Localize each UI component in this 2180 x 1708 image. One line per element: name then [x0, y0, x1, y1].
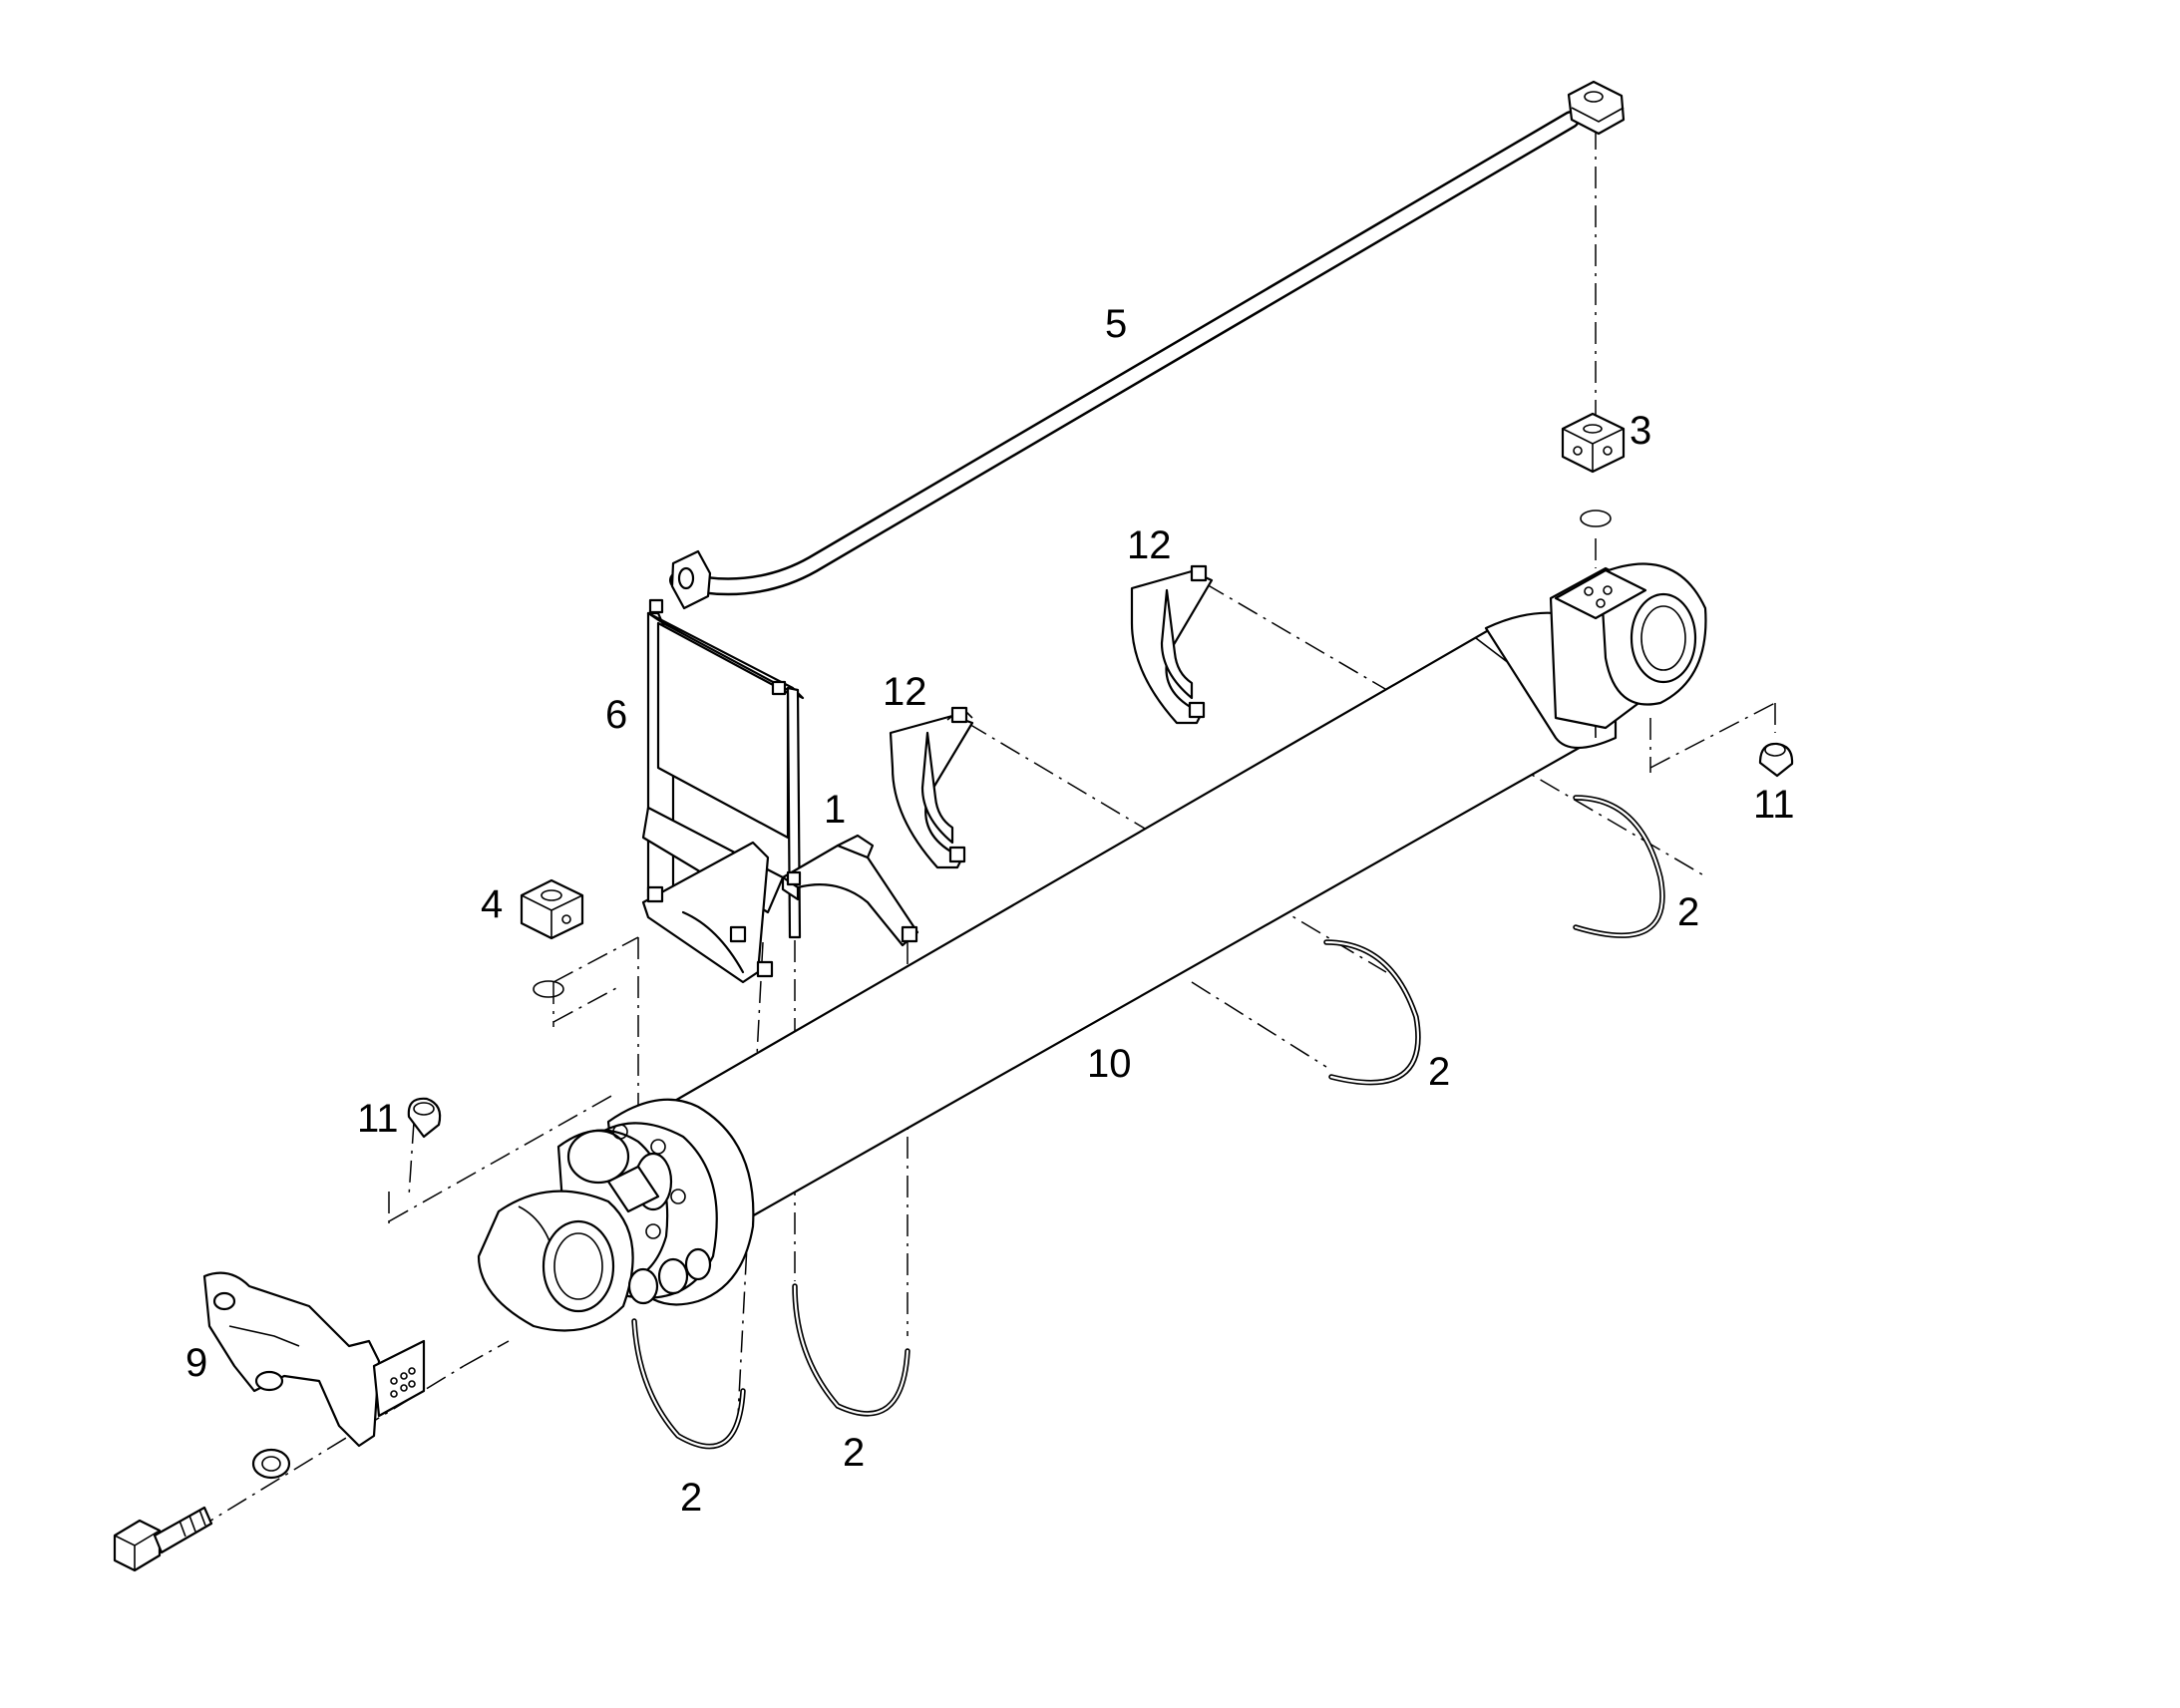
- cylinder-head: [477, 1098, 755, 1332]
- valve-block-left: [520, 878, 584, 940]
- callout-10: 10: [1087, 1042, 1132, 1086]
- callout-12-right: 12: [1127, 523, 1172, 567]
- callout-2-mid: 2: [1428, 1050, 1450, 1094]
- callout-2-front-left: 2: [680, 1476, 702, 1520]
- bracket-1: [781, 834, 919, 947]
- bracket-12-left: [889, 706, 974, 869]
- callout-2-rear: 2: [1677, 890, 1699, 934]
- leader-lines: [193, 128, 1776, 1532]
- plug-right: [1758, 742, 1794, 778]
- plug-left: [407, 1097, 442, 1139]
- cylinder-barrel: [671, 562, 1707, 1223]
- o-ring-left: [533, 980, 564, 998]
- callout-11-right: 11: [1753, 783, 1795, 827]
- o-ring-right: [1580, 510, 1612, 527]
- hose-front-center: [792, 1283, 910, 1417]
- pipe-flange-left: [670, 549, 712, 610]
- callout-4: 4: [481, 882, 503, 926]
- bracket-frame: [641, 598, 805, 984]
- callout-1: 1: [824, 788, 846, 832]
- washer: [251, 1448, 291, 1480]
- hose-front-left: [631, 1318, 746, 1450]
- callout-5: 5: [1105, 302, 1127, 346]
- callout-9: 9: [185, 1341, 207, 1385]
- pipe-flange-right: [1567, 80, 1626, 136]
- callout-3: 3: [1630, 409, 1651, 453]
- callout-6: 6: [605, 693, 627, 737]
- callout-12-left: 12: [883, 670, 927, 714]
- callout-2-front-center: 2: [843, 1431, 865, 1475]
- hoses: [631, 795, 1665, 1450]
- bracket-12-right: [1130, 564, 1214, 725]
- callout-11-left: 11: [357, 1097, 399, 1141]
- callouts: 5 3 12 12 6 1 4 11 11 2 2 2 2 10 9: [185, 302, 1795, 1520]
- bolt: [113, 1506, 213, 1572]
- mounting-bracket: [202, 1271, 426, 1448]
- valve-block-right: [1561, 412, 1626, 474]
- pipe-assembly: [669, 80, 1626, 610]
- hose-rear-right: [1573, 795, 1665, 938]
